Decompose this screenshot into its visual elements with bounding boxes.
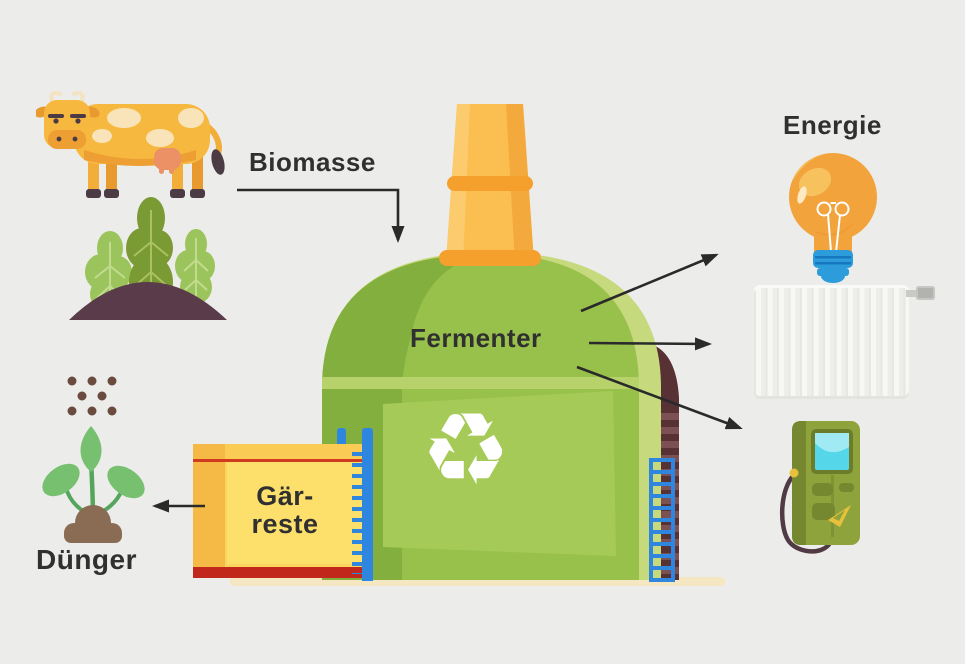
residue-box bbox=[193, 444, 363, 578]
residue-box-top-band bbox=[193, 444, 363, 459]
duenger-label: Dünger bbox=[36, 544, 137, 575]
crops-icon bbox=[69, 197, 227, 320]
fermenter-label: Fermenter bbox=[410, 323, 542, 353]
gaerreste-label: Gär- reste bbox=[205, 482, 365, 538]
radiator-valve-knob-icon bbox=[916, 286, 935, 300]
cow-icon bbox=[36, 91, 225, 198]
biomasse-label: Biomasse bbox=[249, 147, 376, 177]
gaerreste-line1: Gär- bbox=[256, 481, 314, 511]
seedling-icon bbox=[42, 426, 145, 543]
ladder-icon bbox=[649, 458, 675, 582]
residue-box-bottom-band bbox=[193, 567, 363, 578]
radiator-icon bbox=[754, 285, 909, 399]
residue-box-panel bbox=[227, 462, 363, 564]
ladder-rungs-icon bbox=[352, 452, 364, 574]
recycle-icon: ♻ bbox=[421, 391, 511, 508]
seeds-icon bbox=[67, 376, 117, 416]
pipe-icon bbox=[362, 428, 373, 581]
lightbulb-icon bbox=[789, 153, 877, 283]
chimney bbox=[446, 104, 534, 262]
energie-label: Energie bbox=[783, 110, 882, 140]
gaerreste-line2: reste bbox=[251, 509, 319, 539]
fuel-pump-icon bbox=[779, 421, 860, 554]
radiator-valve-icon bbox=[906, 290, 918, 297]
ground-strip bbox=[230, 577, 725, 586]
residue-box-red-line bbox=[193, 459, 363, 462]
pipe-icon bbox=[337, 428, 346, 458]
